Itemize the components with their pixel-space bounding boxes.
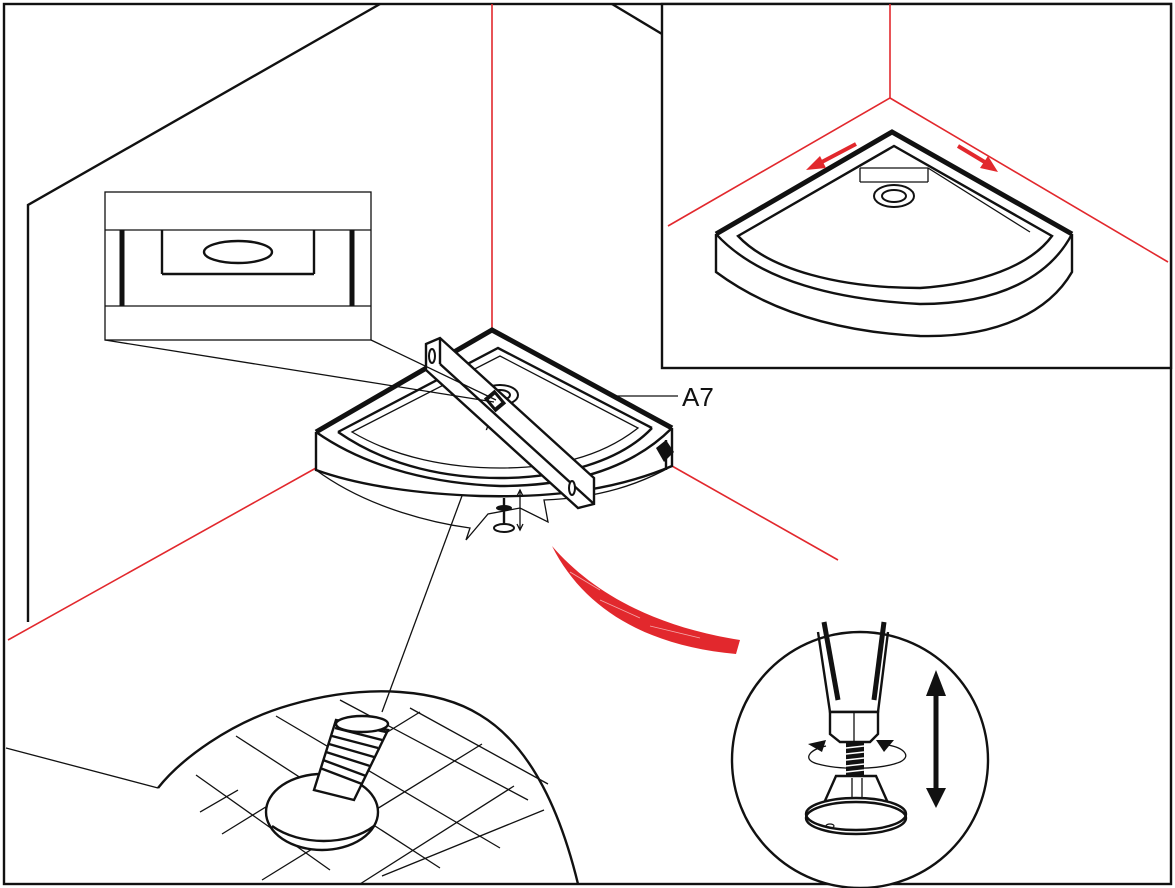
placement-arrow-left-icon — [806, 142, 857, 170]
part-label: A7 — [682, 382, 714, 412]
corner-guide-lines — [7, 4, 839, 641]
spirit-level-bar — [424, 336, 596, 510]
corrugated-waste-hose — [312, 714, 390, 802]
inset-spirit-level-closeup — [104, 191, 497, 403]
inset-tray-placement — [660, 2, 1173, 370]
floor-waste-area — [5, 403, 580, 885]
zoom-arrow-icon — [552, 546, 740, 654]
shower-tray-main — [314, 327, 674, 541]
placement-arrow-right-icon — [956, 144, 998, 172]
inset-adjustable-foot — [730, 621, 990, 888]
level-bubble — [202, 239, 274, 265]
tray-leg-adjuster — [493, 488, 524, 533]
height-adjust-arrow-icon — [926, 670, 946, 808]
wall-outline — [26, 2, 663, 622]
part-callout-a7: A7 — [614, 382, 714, 412]
tray-side-foot — [656, 440, 674, 470]
